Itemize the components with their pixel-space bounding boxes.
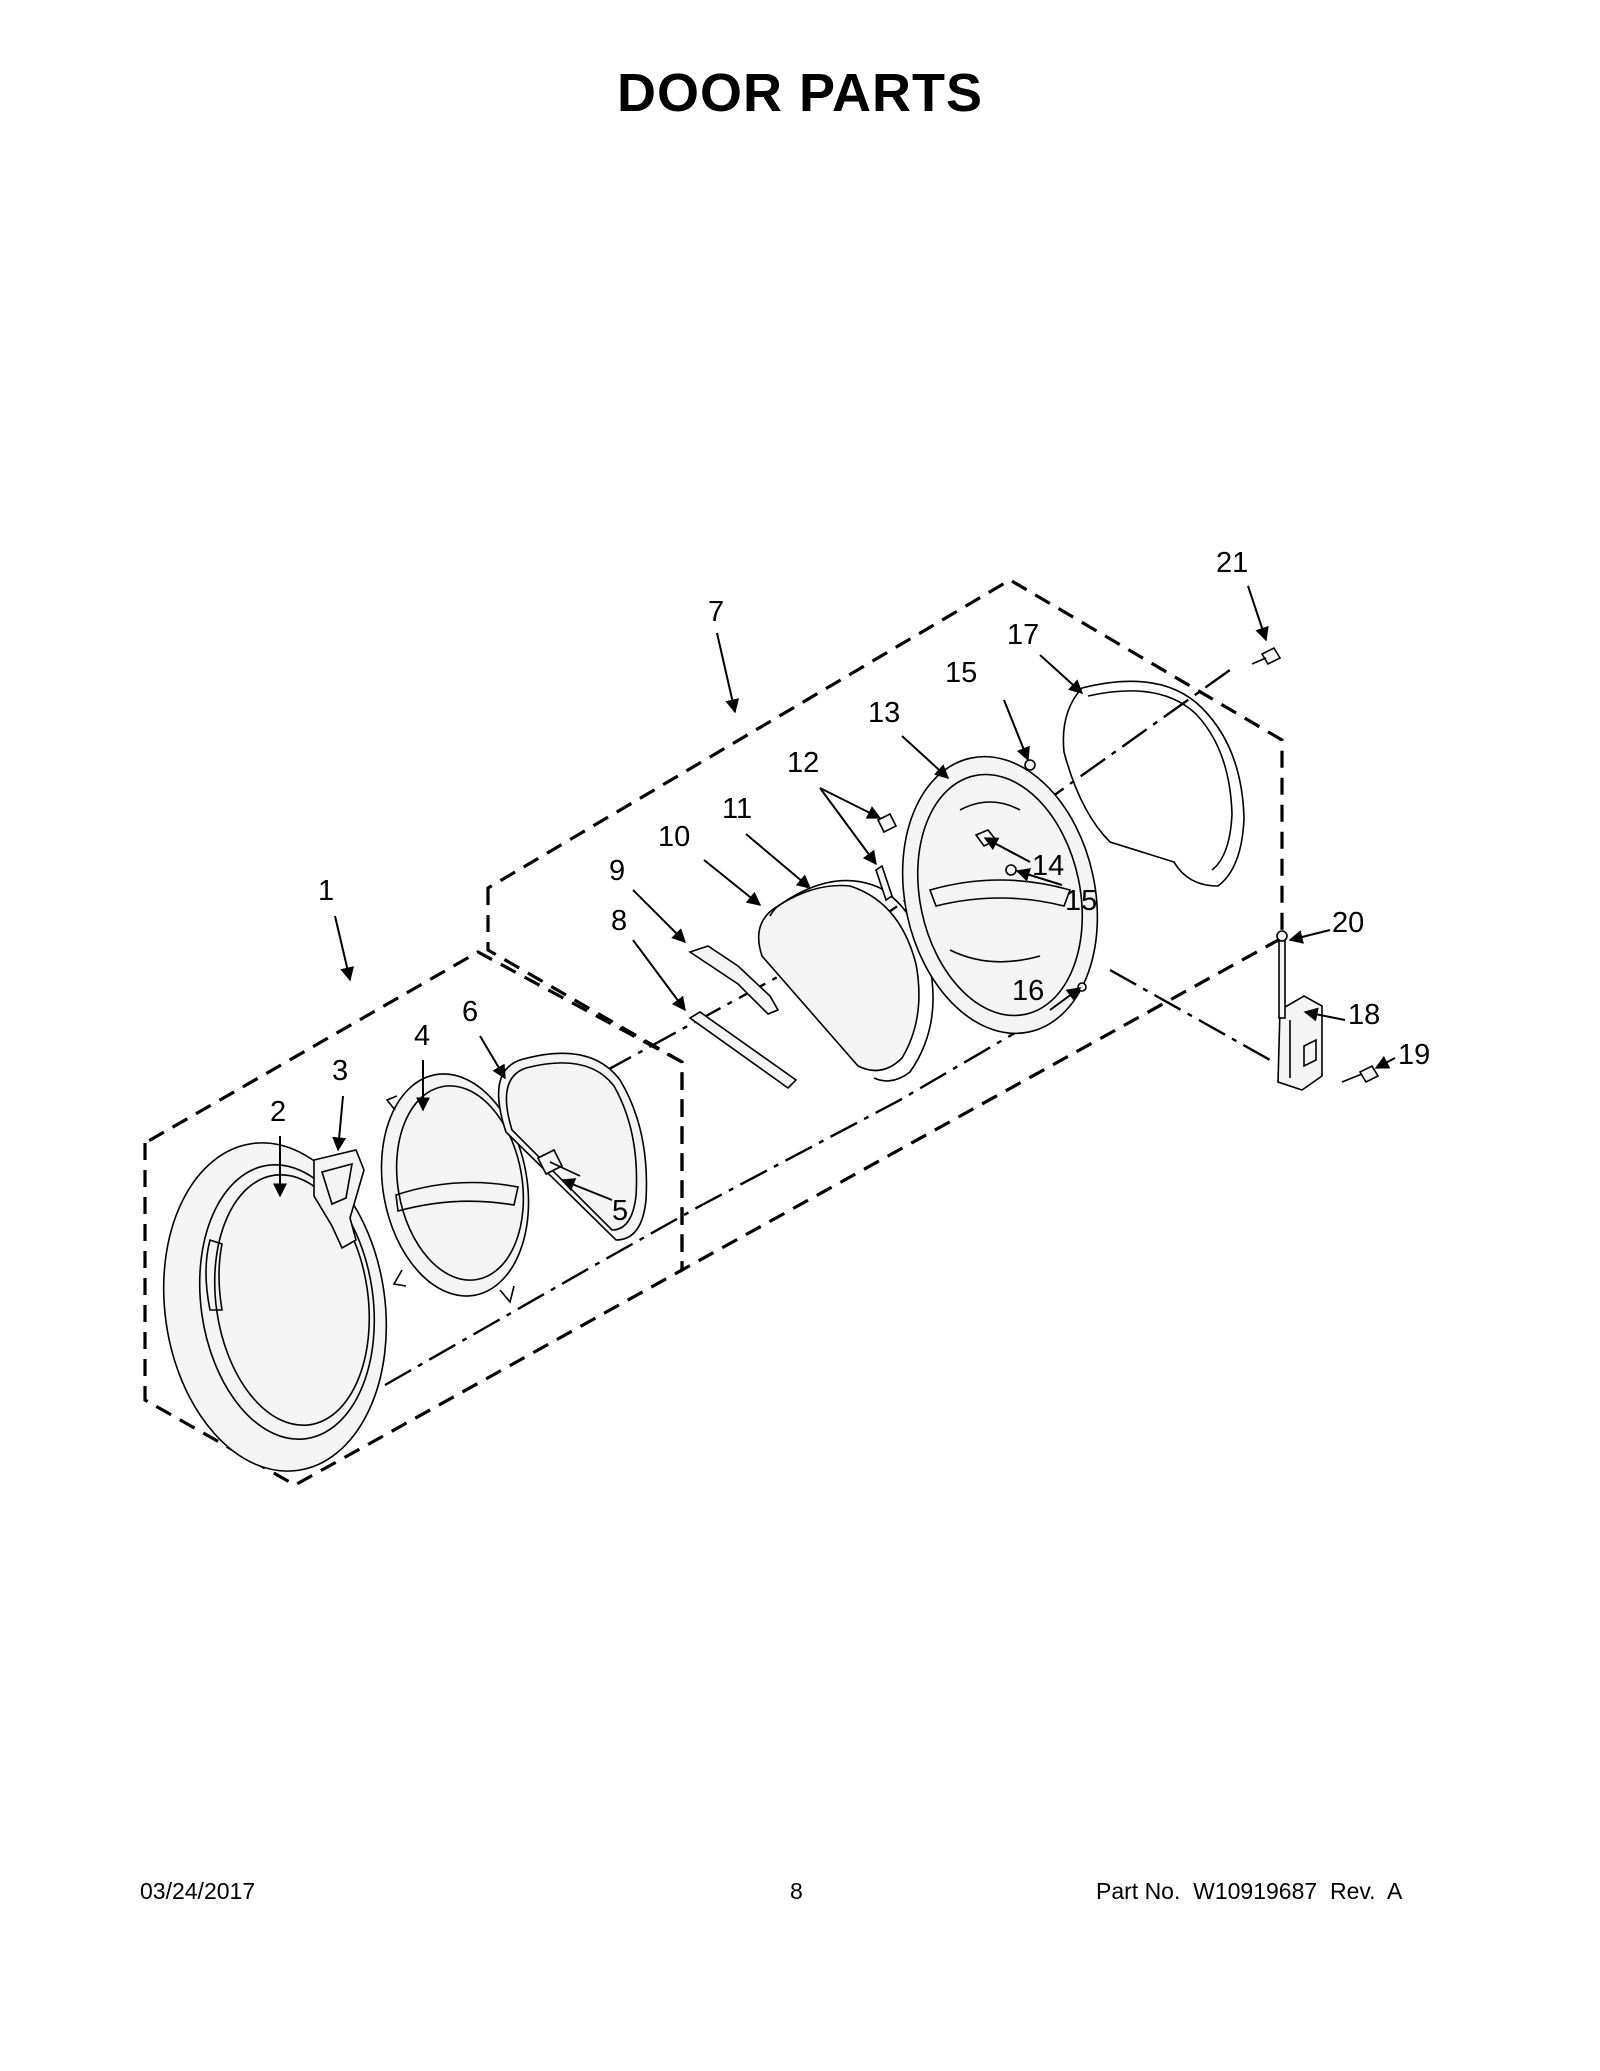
callout-8: 8 — [611, 905, 627, 937]
callout-6: 6 — [462, 996, 478, 1028]
door-gasket — [1062, 680, 1245, 887]
hinge-screw-part-19 — [1341, 1064, 1380, 1084]
callout-19: 19 — [1398, 1039, 1430, 1071]
bracket-part-9 — [688, 945, 780, 1015]
door-handle — [313, 1149, 365, 1250]
callout-14: 14 — [1032, 850, 1064, 882]
callout-15-lower: 15 — [1065, 885, 1097, 917]
centerline-hinge — [1109, 968, 1271, 1062]
footer-date: 03/24/2017 — [140, 1878, 256, 1904]
door-outer-frame — [162, 1142, 388, 1472]
callout-10: 10 — [658, 821, 690, 853]
callout-9: 9 — [609, 855, 625, 887]
magnet-part-12 — [875, 812, 898, 902]
centerline-lower — [384, 1028, 1021, 1387]
callout-5: 5 — [612, 1195, 628, 1227]
inner-door-panel — [901, 755, 1099, 1035]
door-inner-frame — [380, 1073, 537, 1304]
footer-page-number: 8 — [790, 1878, 803, 1904]
screw-part-5 — [536, 1148, 581, 1177]
callout-2: 2 — [270, 1096, 286, 1128]
callout-11: 11 — [722, 793, 752, 825]
callout-16: 16 — [1012, 975, 1044, 1007]
callout-1: 1 — [318, 875, 334, 907]
strip-part-8 — [688, 1011, 798, 1090]
door-seal-ring — [497, 1052, 648, 1241]
callout-3: 3 — [332, 1055, 348, 1087]
hinge-pin-part-20 — [1276, 930, 1288, 1019]
screw-part-15-upper — [1024, 759, 1036, 771]
callout-13: 13 — [868, 697, 900, 729]
callout-12: 12 — [787, 747, 819, 779]
screw-part-15-lower — [1005, 864, 1017, 876]
door-glass — [757, 884, 920, 1072]
callout-15-upper: 15 — [945, 657, 977, 689]
page-title: DOOR PARTS — [616, 63, 983, 123]
callout-7: 7 — [708, 596, 724, 628]
callout-17: 17 — [1007, 619, 1039, 651]
callout-18: 18 — [1348, 999, 1380, 1031]
leader-lines — [273, 585, 1396, 1201]
callout-4: 4 — [414, 1020, 430, 1052]
callout-21: 21 — [1216, 547, 1248, 579]
screw-part-21 — [1251, 646, 1282, 666]
callout-20: 20 — [1332, 907, 1364, 939]
footer-part-number: Part No. W10919687 Rev. A — [1096, 1878, 1403, 1904]
